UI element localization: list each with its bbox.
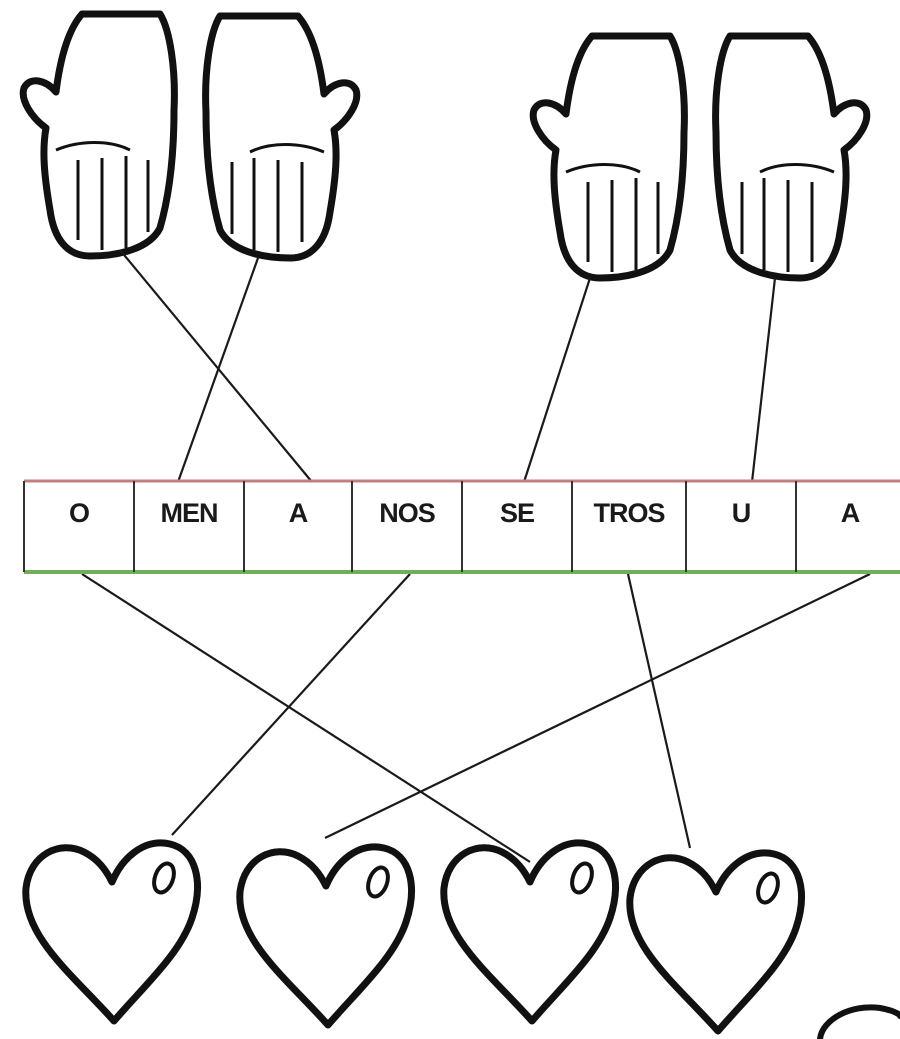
- syllable-strip: O MEN A NOS SE TROS U A: [24, 481, 900, 572]
- connector-line: [120, 250, 312, 482]
- heart-icon-4: [630, 853, 802, 1031]
- connector-line: [178, 258, 258, 482]
- connector-line: [82, 574, 530, 862]
- hand-icon-1: [23, 14, 174, 256]
- syllable-2: MEN: [161, 498, 218, 528]
- connector-line: [172, 574, 410, 835]
- connector-line: [325, 574, 870, 838]
- syllable-5: SE: [500, 498, 534, 528]
- syllable-4: NOS: [379, 498, 435, 528]
- heart-icon-3: [444, 843, 616, 1021]
- connector-line: [524, 278, 590, 482]
- syllable-3: A: [289, 498, 308, 528]
- syllable-6: TROS: [593, 498, 664, 528]
- hand-icon-2: [206, 16, 357, 258]
- heart-icon-1: [26, 843, 198, 1021]
- syllable-1: O: [69, 498, 89, 528]
- syllable-8: A: [841, 498, 860, 528]
- connector-line: [628, 574, 690, 848]
- hand-icon-4: [716, 36, 867, 278]
- hand-icon-3: [533, 36, 684, 278]
- partial-heart-icon: [820, 1007, 900, 1039]
- heart-icon-2: [240, 847, 412, 1025]
- syllable-7: U: [732, 498, 751, 528]
- connector-line: [752, 278, 775, 482]
